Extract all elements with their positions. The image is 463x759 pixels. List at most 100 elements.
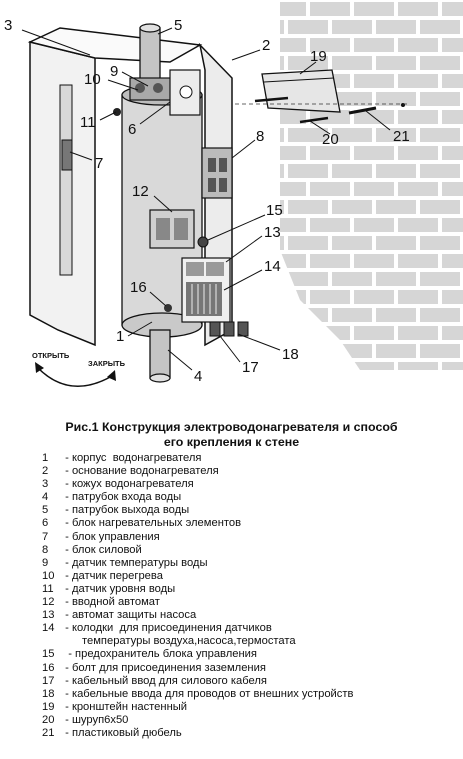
legend-item-1: 1 - корпус водонагревателя xyxy=(42,452,457,465)
legend-number: 19 xyxy=(42,700,55,713)
legend-text: - шуруп6х50 xyxy=(62,713,129,726)
water-level-sensor xyxy=(113,108,121,116)
legend-item-15: 15 - предохранитель блока управления xyxy=(42,648,457,661)
legend-text: - колодки для присоединения датчиков xyxy=(62,622,272,635)
legend-item-2: 2 - основание водонагревателя xyxy=(42,465,457,478)
cable-glands xyxy=(209,321,249,337)
legend-item-12: 12 - вводной автомат xyxy=(42,596,457,609)
wall-bracket xyxy=(261,69,341,113)
legend-item-17: 17 - кабельный ввод для силового кабеля xyxy=(42,675,457,688)
legend-item-10: 10 - датчик перегрева xyxy=(42,570,457,583)
callout-3: 3 xyxy=(4,17,12,34)
legend-number: 17 xyxy=(42,674,55,687)
callout-2: 2 xyxy=(262,37,270,54)
legend-text: - кронштейн настенный xyxy=(62,700,188,713)
callout-5: 5 xyxy=(174,17,182,34)
callout-7: 7 xyxy=(95,155,103,172)
screw-20 xyxy=(254,96,329,124)
legend-item-3: 3 - кожух водонагревателя xyxy=(42,478,457,491)
legend-item-16: 16 - болт для присоединения заземления xyxy=(42,662,457,675)
legend-text: - патрубок выхода воды xyxy=(62,504,190,517)
legend-text: - пластиковый дюбель xyxy=(62,726,182,739)
legend-number: 20 xyxy=(42,713,55,726)
legend-text: - датчик перегрева xyxy=(62,569,163,582)
leader-lines xyxy=(21,27,391,371)
legend-item-14-continued: температуры воздуха,насоса,термостата xyxy=(42,635,457,648)
legend-item-14: 14 - колодки для присоединения датчиков xyxy=(42,622,457,635)
terminal-area xyxy=(181,257,231,323)
callout-11: 11 xyxy=(80,114,96,131)
legend-text: - блок силовой xyxy=(62,543,142,556)
legend-item-4: 4 - патрубок входа воды xyxy=(42,491,457,504)
callout-8: 8 xyxy=(256,128,264,145)
control-fuse xyxy=(197,236,209,248)
legend-text: - автомат защиты насоса xyxy=(62,609,197,622)
rotate-close-label: ЗАКРЫТЬ xyxy=(88,359,126,368)
legend-number: 13 xyxy=(42,609,55,622)
legend-text: - основание водонагревателя xyxy=(62,465,219,478)
legend-item-18: 18 - кабельные ввода для проводов от вне… xyxy=(42,688,457,701)
legend-item-21: 21 - пластиковый дюбель xyxy=(42,727,457,740)
rotate-arrow xyxy=(37,367,113,387)
legend-text: - предохранитель блока управления xyxy=(62,648,257,661)
inlet-pipe xyxy=(149,329,171,383)
input-breaker xyxy=(149,209,195,249)
legend-number: 15 xyxy=(42,648,55,661)
legend-number: 10 xyxy=(42,569,55,582)
callout-15: 15 xyxy=(266,202,283,219)
legend-text: - патрубок входа воды xyxy=(62,491,182,504)
callout-14: 14 xyxy=(264,258,281,275)
legend-number: 1 xyxy=(42,452,49,464)
legend-text: - корпус водонагревателя xyxy=(62,452,202,464)
callout-10: 10 xyxy=(84,71,101,88)
legend-number: 16 xyxy=(42,661,55,674)
callout-1: 1 xyxy=(116,328,124,345)
legend-item-7: 7 - блок управления xyxy=(42,531,457,544)
callout-17: 17 xyxy=(242,359,259,376)
brick-wall xyxy=(280,0,463,370)
legend-text: - датчик уровня воды xyxy=(62,582,176,595)
legend-number: 3 xyxy=(42,478,49,491)
legend-number: 11 xyxy=(42,582,54,595)
legend-item-5: 5 - патрубок выхода воды xyxy=(42,504,457,517)
callout-6: 6 xyxy=(128,121,136,138)
control-block xyxy=(61,139,73,171)
callout-18: 18 xyxy=(282,346,299,363)
legend-text: - кожух водонагревателя xyxy=(62,478,194,491)
figure-caption-line1: Рис.1 Конструкция электроводонагревателя… xyxy=(65,420,398,434)
legend-item-9: 9 - датчик температуры воды xyxy=(42,557,457,570)
callout-4: 4 xyxy=(194,368,202,385)
legend-number: 14 xyxy=(42,622,55,635)
rotate-arrowhead-right xyxy=(107,370,116,381)
legend-text-continued: температуры воздуха,насоса,термостата xyxy=(82,635,296,648)
callout-16: 16 xyxy=(130,279,147,296)
legend-item-20: 20 - шуруп6х50 xyxy=(42,714,457,727)
legend-number: 12 xyxy=(42,596,55,609)
legend-number: 4 xyxy=(42,491,49,504)
legend-number: 5 xyxy=(42,504,49,517)
legend-number: 9 xyxy=(42,556,49,569)
legend-text: - блок нагревательных элементов xyxy=(62,517,242,530)
outlet-pipe xyxy=(139,23,161,89)
legend-number: 2 xyxy=(42,465,49,478)
legend-item-11: 11 - датчик уровня воды xyxy=(42,583,457,596)
callout-12: 12 xyxy=(132,183,149,200)
callout-19: 19 xyxy=(310,48,327,65)
callout-21: 21 xyxy=(393,128,410,145)
legend-item-19: 19 - кронштейн настенный xyxy=(42,701,457,714)
legend-number: 7 xyxy=(42,530,49,543)
rotate-arrowhead-left xyxy=(35,362,44,373)
legend-item-8: 8 - блок силовой xyxy=(42,544,457,557)
legend-text: - блок управления xyxy=(62,530,160,543)
legend-number: 6 xyxy=(42,517,49,530)
power-block xyxy=(201,147,233,199)
heater-diagram: ОТКРЫТЬ ЗАКРЫТЬ 3 5 2 19 9 10 11 6 20 21… xyxy=(4,0,463,387)
legend-text: - датчик температуры воды xyxy=(62,556,208,569)
legend-text: - кабельный ввод для силового кабеля xyxy=(62,674,267,687)
legend-number: 21 xyxy=(42,726,55,739)
rotate-open-label: ОТКРЫТЬ xyxy=(32,351,70,360)
legend-item-13: 13 - автомат защиты насоса xyxy=(42,609,457,622)
legend-number: 8 xyxy=(42,543,49,556)
legend-text: - вводной автомат xyxy=(62,596,160,609)
